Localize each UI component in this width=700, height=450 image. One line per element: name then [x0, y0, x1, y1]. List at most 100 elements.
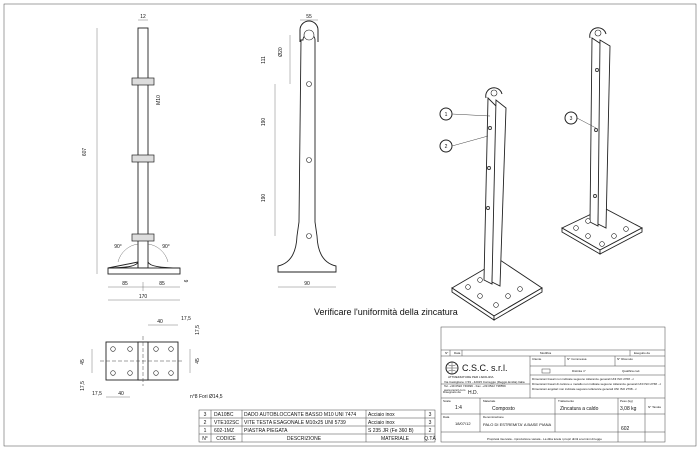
- tb-col-data: Data: [454, 351, 461, 355]
- front-view: 55 Ø20 111 190 190 90: [261, 14, 337, 288]
- dim-plan-w175-bottom: 17,5: [92, 391, 102, 397]
- plan-view: 40 17,5 17,5 45 45 17,5 17,5 40 n°8 Fori…: [80, 316, 223, 400]
- tb-footer: Proprietà riservata - riproduzione vieta…: [487, 437, 602, 441]
- dim-side-base-left: 85: [122, 281, 128, 287]
- dim-front-mid-dist-1: 190: [261, 118, 267, 127]
- tb-qualifica-label: Qualifica cod.: [622, 369, 640, 373]
- dim-plan-w40-bottom: 40: [118, 391, 124, 397]
- front-top-hole: [303, 29, 315, 41]
- dim-plan-w175-top: 17,5: [181, 316, 191, 322]
- svg-text:PIASTRA PIEGATA: PIASTRA PIEGATA: [244, 428, 288, 434]
- isometric-view-assembled: [451, 87, 543, 321]
- tb-distinta-label: Distinta n°: [572, 369, 587, 373]
- svg-text:S 235 JR (Fe 360 B): S 235 JR (Fe 360 B): [368, 428, 414, 434]
- company-web: www.cscsrl.com: [444, 388, 466, 392]
- tb-materiale: Composto: [492, 406, 515, 412]
- tb-disegnato: H.D.: [468, 390, 478, 396]
- front-hole-3: [306, 233, 312, 239]
- bom-row-1: 1 602-1MZ PIASTRA PIEGATA S 235 JR (Fe 3…: [204, 428, 432, 434]
- tb-tratt: Zincatura a caldo: [560, 406, 599, 412]
- front-hole-2: [306, 157, 312, 163]
- balloon-2: 2: [439, 135, 489, 153]
- dim-front-top-width: 55: [306, 14, 312, 20]
- company-sub: ATTREZZATURE PER L'EDILIZIA: [448, 375, 493, 379]
- tb-cliente-label: Cliente: [532, 357, 542, 361]
- tb-legal-1: Dimensioni lineari non indicate seguono …: [532, 377, 635, 381]
- side-bolt-2: [131, 154, 155, 163]
- tb-data: 18/07/12: [455, 421, 471, 426]
- svg-text:3: 3: [570, 116, 573, 122]
- tb-denom: PALO DI ESTREMITA' A BASE PIANA: [483, 422, 552, 427]
- dim-side-bolt: M10: [156, 95, 162, 105]
- tb-commessa-label: N° Commessa: [567, 357, 587, 361]
- svg-text:2: 2: [204, 420, 207, 426]
- bom-row-3: 3 DA10BC DADO AUTOBLOCCANTE BASSO M10 UN…: [204, 412, 432, 418]
- dim-front-top-dist: 111: [261, 56, 267, 64]
- svg-text:VITE TESTA ESAGONALE M10x25 UN: VITE TESTA ESAGONALE M10x25 UNI 5739: [244, 420, 346, 426]
- isometric-view-exploded: [561, 27, 643, 255]
- svg-text:N°: N°: [202, 436, 208, 442]
- side-angle-arc-right: [147, 243, 169, 263]
- svg-text:CODICE: CODICE: [216, 436, 236, 442]
- svg-text:Acciaio inox: Acciaio inox: [368, 420, 395, 426]
- side-bolt-3: [131, 233, 155, 242]
- company-name: C.S.C. s.r.l.: [462, 363, 508, 373]
- side-base-plate: [107, 267, 181, 275]
- bom-header: N° CODICE DESCRIZIONE MATERIALE Q.TÀ: [202, 435, 436, 442]
- side-vertical-plate: [137, 27, 149, 269]
- title-block: N° Data Modifica Eseguito da C.S.C. s.r.…: [440, 326, 666, 443]
- tb-scala-label: Scala: [443, 399, 451, 403]
- balloon-3: 3: [564, 111, 597, 129]
- svg-text:602-1MZ: 602-1MZ: [214, 428, 234, 434]
- tb-ricevuto-label: N° Ricevuto: [617, 357, 633, 361]
- dim-front-base-width: 90: [304, 281, 310, 287]
- dim-plan-h45-left: 45: [80, 359, 86, 365]
- svg-text:3: 3: [429, 412, 432, 418]
- svg-text:VTE102SC: VTE102SC: [214, 420, 239, 426]
- tb-scala: 1:4: [455, 405, 462, 411]
- svg-text:3: 3: [429, 420, 432, 426]
- dim-side-base-thk: 6: [184, 279, 190, 282]
- balloon-1: 1: [439, 107, 491, 121]
- tb-peso-label: Peso (kg): [620, 399, 633, 403]
- tb-tav-label: N° Tavola: [648, 405, 661, 409]
- svg-text:1: 1: [445, 112, 448, 118]
- tb-tratt-label: Trattamento: [558, 399, 574, 403]
- tb-tav: 602: [621, 426, 630, 432]
- company-address: Via Castiglione n°49 - 42015 Correggio (…: [444, 380, 525, 384]
- dim-front-mid-dist-2: 190: [261, 194, 267, 203]
- dim-plan-h45-right: 45: [195, 358, 201, 364]
- iso-post-2b: [597, 39, 611, 229]
- svg-text:MATERIALE: MATERIALE: [381, 436, 410, 442]
- company-contacts: Tel. +39 0522 746996 - Fax. +39 0522 738…: [444, 384, 506, 388]
- dim-side-top-width: 12: [140, 14, 146, 20]
- dim-plan-h175-left: 17,5: [80, 381, 86, 391]
- tb-legal-3: Dimensioni angolari non indicate seguono…: [532, 387, 637, 391]
- side-bolt-1: [131, 77, 155, 86]
- svg-text:DADO AUTOBLOCCANTE BASSO M10 U: DADO AUTOBLOCCANTE BASSO M10 UNI 7474: [244, 412, 356, 418]
- svg-text:2: 2: [445, 144, 448, 150]
- front-hole-1: [306, 81, 312, 87]
- tb-peso: 3,08 kg: [620, 406, 637, 412]
- svg-text:Q.TÀ: Q.TÀ: [424, 435, 436, 442]
- svg-text:3: 3: [204, 412, 207, 418]
- tb-col-n: N°: [445, 351, 449, 355]
- tb-materiale-label: Materiale: [483, 399, 496, 403]
- bom-row-2: 2 VTE102SC VITE TESTA ESAGONALE M10x25 U…: [204, 420, 432, 426]
- svg-text:DESCRIZIONE: DESCRIZIONE: [287, 436, 322, 442]
- iso-post-1b: [491, 99, 507, 287]
- tb-col-eseguito: Eseguito da: [634, 351, 650, 355]
- plan-holes-note: n°8 Fori Ø14,5: [190, 394, 223, 400]
- dim-side-base-total: 170: [139, 294, 148, 300]
- dim-side-angle-left: 90°: [114, 244, 122, 250]
- tb-legal-2: Dimensioni lineari di cartone e metallo …: [532, 382, 662, 386]
- dim-plan-w40-top: 40: [157, 319, 163, 325]
- side-angle-arc-left: [117, 243, 139, 263]
- svg-text:2: 2: [429, 428, 432, 434]
- tb-disegnato-label: Disegnato da: [443, 390, 461, 394]
- sheet-border: [3, 3, 697, 447]
- dim-side-angle-right: 90°: [162, 244, 170, 250]
- dim-side-total-height: 607: [82, 148, 88, 157]
- dim-plan-h175-right: 17,5: [195, 325, 201, 335]
